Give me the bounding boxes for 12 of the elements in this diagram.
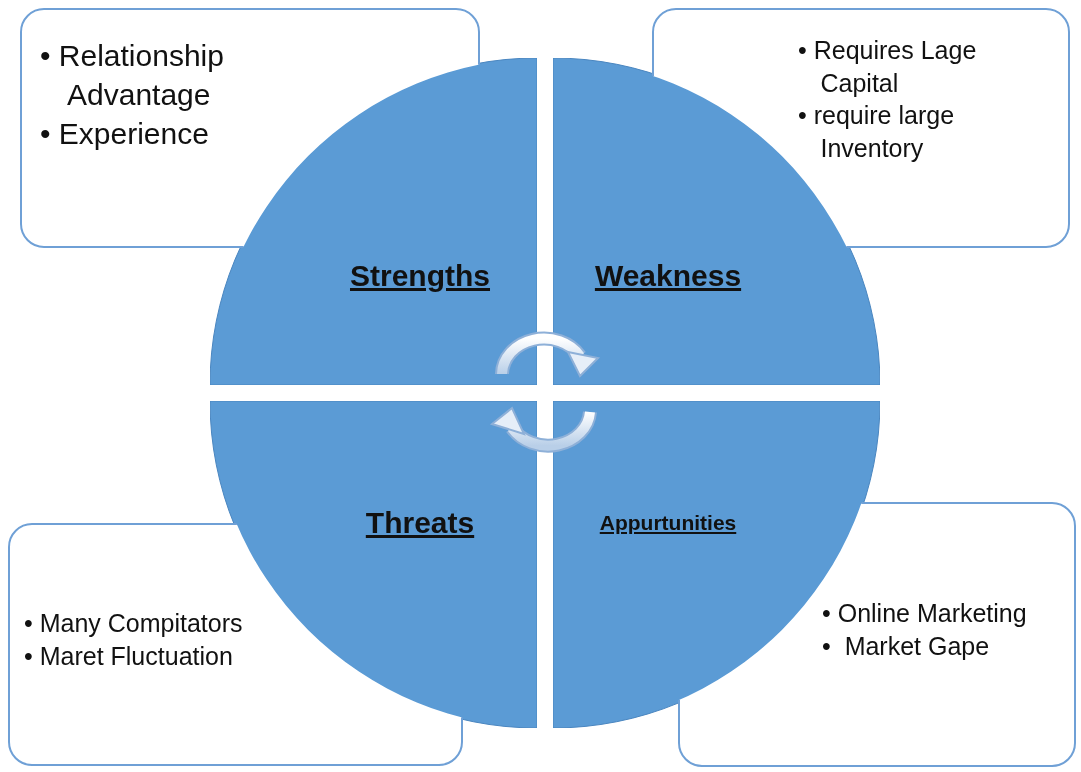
quadrant-title: Appurtunities (599, 511, 737, 535)
quadrant-title: Strengths (350, 259, 490, 293)
bullet-item: • Many Compitators (24, 608, 244, 639)
quadrant-title: Weakness (594, 259, 742, 293)
quadrant-title: Threats (365, 506, 475, 540)
bullet-item: • Relationship Advantage (40, 38, 225, 113)
bullet-item: • Experience (40, 116, 210, 152)
bullet-item: • Online Marketing (822, 598, 1028, 629)
bullet-item: • require large Inventory (798, 100, 956, 164)
bullet-item: • Requires Lage Capital (798, 35, 978, 99)
bullet-item: • Maret Fluctuation (24, 640, 234, 672)
bullet-item: • Market Gape (822, 630, 991, 662)
